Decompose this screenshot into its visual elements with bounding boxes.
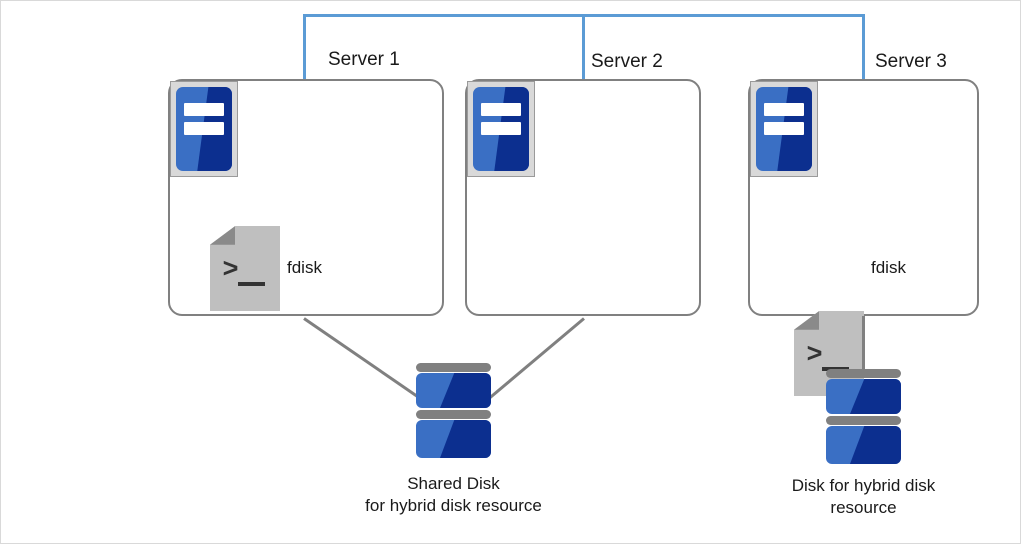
server-1-fdisk-label: fdisk (287, 258, 322, 277)
shared-disk-icon (416, 363, 491, 458)
connector-server3-to-disk (862, 316, 865, 371)
server-icon-bar-1 (480, 102, 522, 116)
network-drop-server-1 (303, 14, 306, 79)
server-3-fdisk-label: fdisk (871, 258, 906, 277)
server-icon-bar-1 (763, 102, 805, 116)
server-3-label: Server 3 (875, 51, 947, 72)
hybrid-disk-caption: Disk for hybrid disk resource (736, 475, 991, 519)
connector-server1-to-shared-disk (303, 317, 429, 405)
network-drop-server-2 (582, 14, 585, 79)
connector-server2-to-shared-disk (482, 317, 585, 405)
disk-plate-lower (826, 426, 901, 464)
shared-disk-caption: Shared Disk for hybrid disk resource (301, 473, 606, 517)
disk-plate-upper (416, 373, 491, 408)
hybrid-disk-caption-line-2: resource (830, 498, 897, 517)
disk-plate-upper (826, 379, 901, 414)
disk-cap-top (416, 363, 491, 372)
disk-cap-middle (826, 416, 901, 425)
fdisk-cursor-icon (238, 282, 265, 287)
shared-disk-caption-line-1: Shared Disk (407, 474, 500, 493)
disk-plate-lower (416, 420, 491, 458)
server-icon-bar-2 (763, 122, 805, 135)
fdisk-page-fold (794, 311, 820, 330)
server-1-fdisk-icon: > (210, 226, 280, 311)
server-icon-bar-1 (183, 102, 225, 116)
hybrid-disk-icon (826, 369, 901, 464)
server-icon-bar-2 (183, 122, 225, 135)
disk-cap-middle (416, 410, 491, 419)
fdisk-prompt-icon: > (222, 252, 239, 283)
server-icon-bar-2 (480, 122, 522, 135)
network-drop-server-3 (862, 14, 865, 79)
server-2-rack-icon (467, 81, 535, 177)
hybrid-disk-caption-line-1: Disk for hybrid disk (791, 476, 936, 495)
fdisk-page-fold (210, 226, 236, 245)
server-3-rack-icon (750, 81, 818, 177)
shared-disk-caption-line-2: for hybrid disk resource (365, 496, 542, 515)
server-1-label: Server 1 (328, 49, 400, 70)
fdisk-prompt-icon: > (806, 337, 823, 368)
server-2-label: Server 2 (591, 51, 663, 72)
disk-cap-top (826, 369, 901, 378)
server-1-rack-icon (170, 81, 238, 177)
